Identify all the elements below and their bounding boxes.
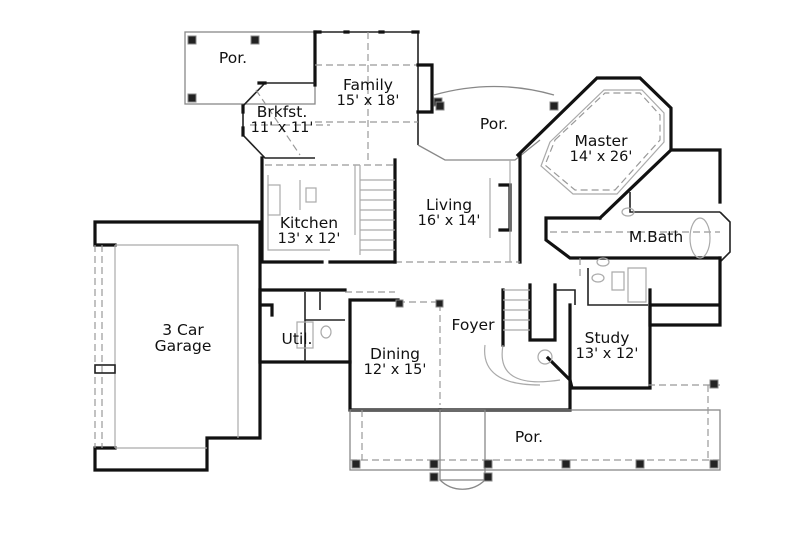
- utility-walls: [258, 288, 395, 364]
- porch-nw-outline: [184, 31, 316, 105]
- label-porch-front: Por.: [514, 428, 544, 446]
- label-foyer: Foyer: [451, 316, 495, 334]
- right-wing-walls: [587, 256, 722, 327]
- living-walls: [393, 153, 522, 264]
- master-bath-walls: [544, 148, 731, 280]
- garage-walls: [93, 220, 262, 472]
- kitchen-walls: [260, 156, 397, 264]
- label-master-bath: M.Bath: [628, 228, 684, 246]
- breakfast-walls: [241, 81, 330, 159]
- label-breakfast: Brkfst.11' x 11': [250, 103, 314, 136]
- porch-front-outline: [349, 379, 721, 490]
- study-walls: [555, 289, 652, 390]
- master-walls: [515, 76, 673, 221]
- label-porch-rear: Por.: [479, 115, 509, 133]
- label-porch-nw: Por.: [218, 49, 248, 67]
- porch-rear-outline: [417, 85, 559, 161]
- foyer-stairs: [438, 283, 572, 412]
- label-utility: Util.: [281, 330, 313, 348]
